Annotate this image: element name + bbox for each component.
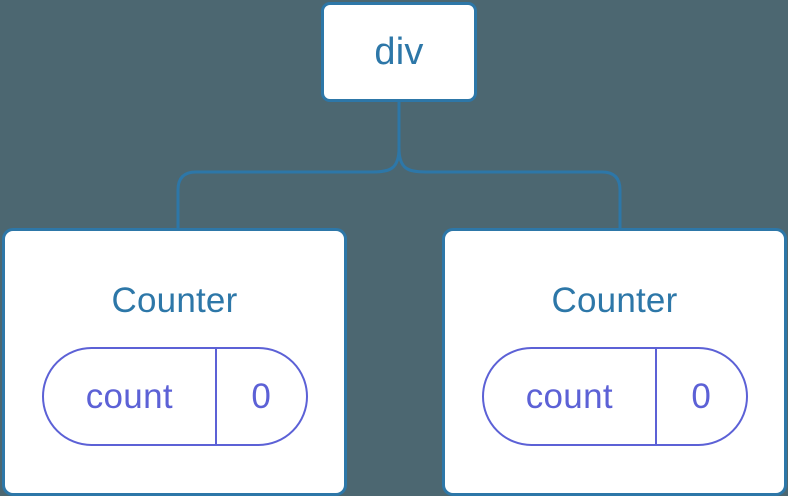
- node-counter-1[interactable]: Counter count 0: [442, 228, 787, 496]
- state-pill-1-value: 0: [657, 349, 745, 444]
- state-pill-1-key-label: count: [525, 377, 613, 416]
- state-pill-0-key: count: [44, 349, 218, 444]
- node-div[interactable]: div: [321, 2, 477, 102]
- state-pill-1-value-label: 0: [691, 377, 712, 416]
- node-div-label: div: [374, 31, 424, 73]
- node-counter-1-title: Counter: [551, 281, 678, 320]
- state-pill-1[interactable]: count 0: [481, 347, 748, 446]
- state-pill-0[interactable]: count 0: [41, 347, 308, 446]
- node-counter-0-title: Counter: [111, 281, 238, 320]
- edge-to-child-0: [176, 146, 401, 232]
- state-pill-1-key: count: [484, 349, 658, 444]
- state-pill-0-value: 0: [217, 349, 305, 444]
- edge-to-child-1: [397, 146, 622, 232]
- state-pill-0-key-label: count: [85, 377, 173, 416]
- state-pill-0-value-label: 0: [251, 377, 272, 416]
- node-counter-0[interactable]: Counter count 0: [2, 228, 347, 496]
